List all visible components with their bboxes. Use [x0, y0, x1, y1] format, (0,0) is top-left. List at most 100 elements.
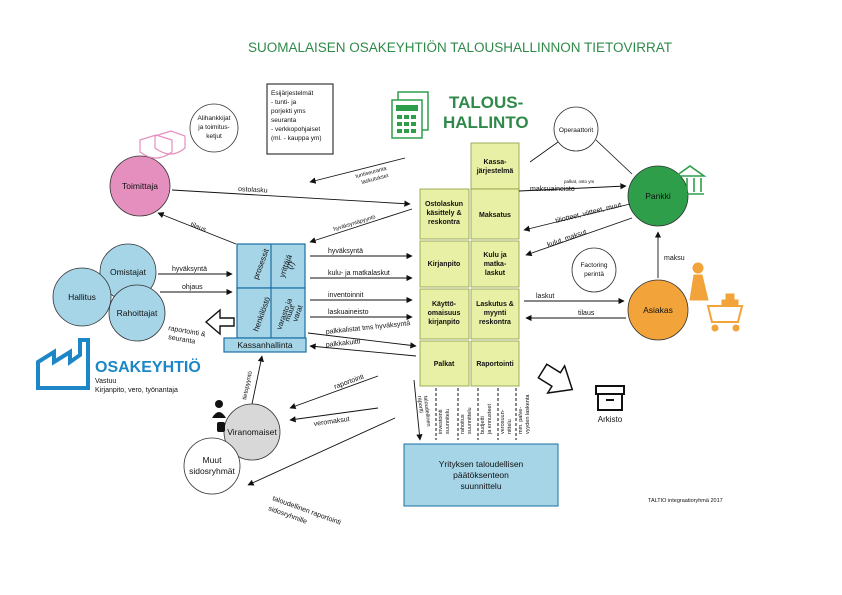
legend-line: seuranta	[271, 117, 297, 124]
company-name: OSAKEYHTIÖ	[95, 357, 201, 376]
arrow-tietopyynto	[251, 355, 264, 405]
flow-kulut-maksut: kulut, maksut	[546, 229, 587, 249]
hollow-arrow-left	[204, 308, 235, 336]
legend-line: - tunti- ja	[271, 99, 297, 106]
brand-line1: TALOUS-	[449, 93, 523, 112]
grid-label: käsittely &	[426, 210, 461, 217]
decision-label: Yrityksen taloudellisen	[439, 459, 524, 469]
flow-palkkalistat: palkkalistat tms hyväksyntä	[325, 320, 410, 336]
internal-functions-box	[223, 243, 307, 353]
alihankkijat-node	[189, 103, 239, 153]
pankki-node	[627, 165, 689, 227]
arrow-tiliotteet	[523, 203, 631, 232]
archive-icon	[595, 385, 625, 411]
dashed-label: vyyden laskenta	[525, 394, 531, 434]
flow-inventoinnit: inventoinnit	[328, 292, 363, 299]
flow-veromaksut: veromaksut	[313, 416, 350, 428]
brand-line2: HALLINTO	[443, 113, 529, 132]
grid-label: Käyttö-	[432, 301, 457, 308]
arrow-palkkalistat	[307, 332, 417, 349]
arkisto-label: Arkisto	[598, 415, 623, 424]
shopper-cart-icon	[689, 262, 744, 332]
grid-label: Laskutus &	[476, 301, 514, 308]
flow-taloudellinen-raportti: taloudellinen	[422, 396, 431, 427]
dashed-label: mm. palve-	[518, 407, 524, 434]
flow-hyvaksynta: hyväksyntä	[328, 248, 363, 255]
grid-label: Ostolaskun	[425, 201, 463, 208]
flow-maksu: maksu	[664, 255, 685, 262]
operaattorit-link	[595, 139, 633, 175]
dashed-links	[435, 388, 517, 440]
grid-label: järjestelmä	[476, 168, 514, 175]
arrow-taloudellinen-raportti	[413, 379, 423, 441]
dashed-label: suunnitelu	[445, 409, 451, 434]
dashed-label: verosuun-	[500, 409, 506, 434]
toimittaja-label: Toimittaja	[122, 181, 158, 191]
credit-text: TALTIO integraatioryhmä 2017	[648, 498, 723, 504]
operaattorit-link	[529, 141, 559, 163]
flow-owner-hyvaksynta: hyväksyntä	[172, 266, 207, 273]
operaattorit-label: Operaattorit	[559, 127, 594, 134]
esijarjestelmat-box: Esijärjestelmät - tunti- ja porjekti yms…	[266, 83, 334, 155]
flow-tilaus-left: tilaus	[189, 221, 207, 234]
arrow-kulut-maksut	[525, 217, 633, 257]
viranomaiset-label: Viranomaiset	[227, 427, 277, 437]
grid-label: reskontra	[479, 319, 511, 326]
grid-label: Maksatus	[479, 212, 511, 219]
bank-icon	[673, 165, 707, 195]
arrow-tilaus-left	[157, 212, 237, 245]
flow-palkat-osto: palkat, osto ym	[564, 179, 595, 184]
arrow-ostolasku	[171, 189, 411, 207]
grid-label: laskut	[485, 270, 506, 277]
dashed-label: rahoitus	[460, 414, 466, 434]
yrittaja-label: (/)	[285, 260, 296, 270]
dashed-label: budjetti	[480, 416, 486, 434]
flow-tiliotteet: tiliotteet, viitteet, muut	[555, 202, 622, 225]
muut-label: sidosryhmät	[189, 466, 235, 476]
legend-line: (ml. - kauppa ym)	[271, 135, 322, 142]
alihankkijat-label: ja toimitus-	[197, 124, 229, 131]
grid-label: kirjanpito	[428, 319, 460, 326]
rahoittajat-label: Rahoittajat	[117, 308, 158, 318]
grid-label: matka-	[484, 261, 507, 268]
shield-icon	[139, 130, 186, 159]
flow-laskut: laskut	[536, 293, 554, 300]
decision-label: päätöksenteon	[453, 470, 509, 480]
dashed-label: nittelu	[507, 419, 513, 434]
grid-label: Raportointi	[476, 361, 513, 368]
decision-box	[403, 443, 559, 507]
grid-label: reskontra	[428, 219, 460, 226]
flow-raportointi: seuranta	[168, 334, 196, 346]
flow-ostolasku: ostolasku	[238, 186, 268, 195]
arrow-sidosryhmat	[247, 417, 396, 486]
hallitus-label: Hallitus	[68, 292, 96, 302]
dashed-label: investointi	[438, 410, 444, 434]
flow-taloudellinen-raportti: raportti	[416, 396, 424, 414]
company-sub2: Kirjanpito, vero, työnantaja	[95, 387, 178, 394]
flow-kulu-matka: kulu- ja matkalaskut	[328, 270, 390, 277]
omistajat-label: Omistajat	[110, 267, 147, 277]
pankki-label: Pankki	[645, 191, 671, 201]
operaattorit-node	[553, 106, 599, 152]
person-icon	[212, 400, 226, 432]
legend-line: Esijärjestelmät	[271, 90, 313, 97]
grid-label: myynti	[484, 310, 507, 317]
grid-label: Kulu ja	[483, 252, 506, 259]
grid-label: Kassa-	[484, 159, 508, 166]
muut-node	[183, 437, 241, 495]
calculator-icon	[391, 91, 429, 139]
dashed-label: suunnittelu	[467, 407, 473, 434]
alihankkijat-label: ketjut	[206, 133, 222, 140]
flow-tietopyynto: tietopyyntö	[242, 370, 254, 400]
kassanhallinta-label: Kassanhallinta	[237, 340, 293, 350]
arrow-raportointi-v	[289, 375, 379, 410]
legend-line: porjekti yms	[271, 108, 306, 115]
factory-icon	[36, 338, 90, 390]
asiakas-node	[627, 279, 689, 341]
flow-palkkakuitti: palkkakuitti	[325, 338, 361, 349]
grid-label: omaisuus	[428, 310, 461, 317]
decision-label: suunnittelu	[460, 481, 501, 491]
grid-label: Palkat	[434, 361, 455, 368]
page-title: SUOMALAISEN OSAKEYHTIÖN TALOUSHALLINNON …	[248, 40, 672, 55]
